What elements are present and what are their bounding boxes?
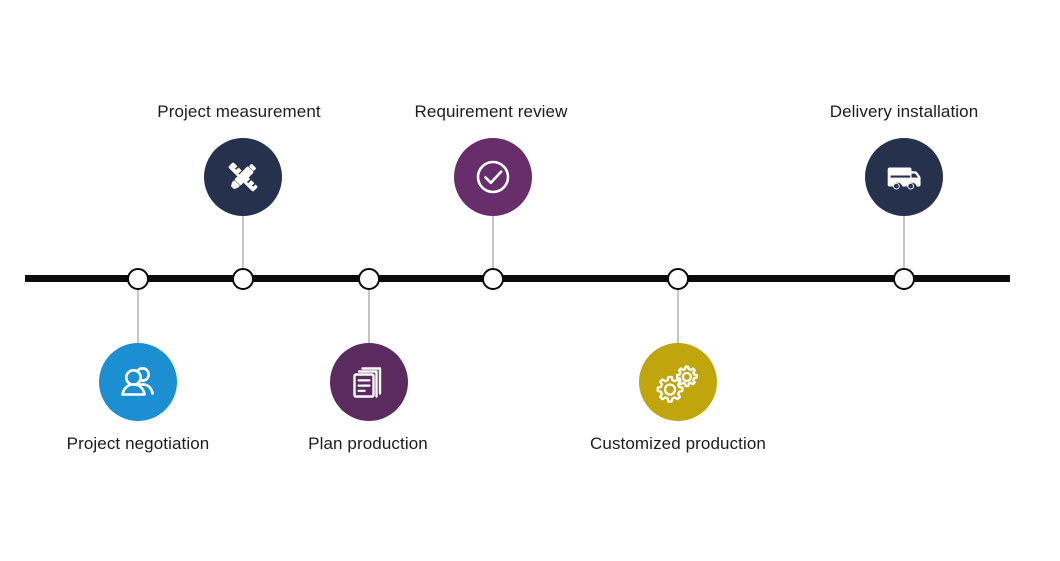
- truck-icon: [882, 155, 926, 199]
- connector-stem-2: [242, 216, 244, 274]
- timeline-node-3[interactable]: [358, 268, 380, 290]
- step-label-plan-production: Plan production: [308, 434, 428, 453]
- connector-stem-3: [368, 284, 370, 344]
- timeline-node-4[interactable]: [482, 268, 504, 290]
- connector-stem-4: [492, 216, 494, 274]
- step-icon-bubble-customized-production[interactable]: [639, 343, 717, 421]
- step-icon-bubble-delivery-installation[interactable]: [865, 138, 943, 216]
- step-icon-bubble-plan-production[interactable]: [330, 343, 408, 421]
- step-icon-bubble-project-negotiation[interactable]: [99, 343, 177, 421]
- check-circle-icon: [470, 154, 516, 200]
- step-icon-bubble-project-measurement[interactable]: [204, 138, 282, 216]
- connector-stem-6: [903, 216, 905, 274]
- timeline-axis: [25, 275, 1010, 282]
- connector-stem-1: [137, 284, 139, 344]
- connector-stem-5: [677, 284, 679, 344]
- pencil-ruler-icon: [221, 155, 265, 199]
- timeline-node-2[interactable]: [232, 268, 254, 290]
- timeline-node-5[interactable]: [667, 268, 689, 290]
- gears-icon: [655, 359, 701, 405]
- step-label-project-negotiation: Project negotiation: [66, 434, 210, 453]
- step-icon-bubble-requirement-review[interactable]: [454, 138, 532, 216]
- step-label-project-measurement: Project measurement: [157, 102, 321, 121]
- step-label-customized-production: Customized production: [590, 434, 766, 453]
- step-label-requirement-review: Requirement review: [414, 102, 568, 121]
- users-icon: [116, 360, 160, 404]
- step-label-delivery-installation: Delivery installation: [829, 102, 979, 121]
- documents-icon: [348, 361, 390, 403]
- timeline-node-1[interactable]: [127, 268, 149, 290]
- timeline-node-6[interactable]: [893, 268, 915, 290]
